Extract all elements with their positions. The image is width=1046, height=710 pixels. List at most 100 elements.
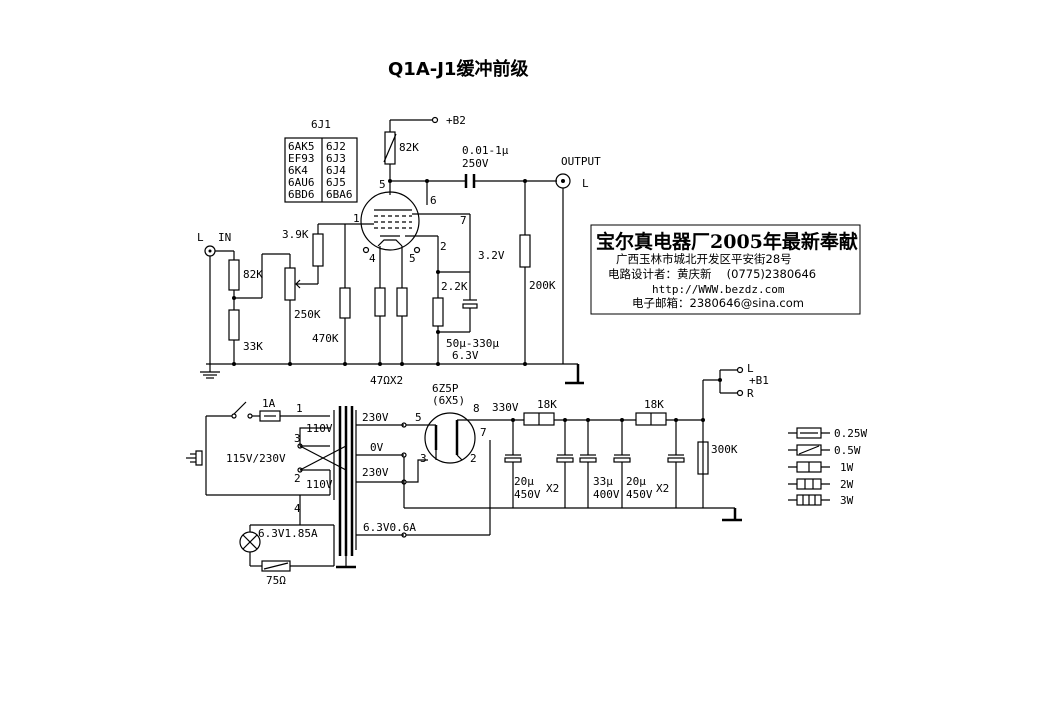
cathode-capacitor xyxy=(462,299,478,309)
resistor-plate-82k xyxy=(383,131,397,165)
pin4-label: 4 xyxy=(369,252,376,265)
r-18k-1-label: 18K xyxy=(537,398,557,411)
output-jack xyxy=(555,173,571,189)
cathode-voltage: 3.2V xyxy=(478,249,505,262)
b1-label: +B1 xyxy=(749,374,769,387)
tube-left-4: 6BD6 xyxy=(288,188,315,201)
pin2-label: 2 xyxy=(440,240,447,253)
c3-v-label: 450V xyxy=(626,488,653,501)
r-470k-label: 470K xyxy=(312,332,339,345)
legend-4: 3W xyxy=(840,494,854,507)
rect-pin7: 7 xyxy=(480,426,487,439)
cathode-cap-label: 50μ-330μ xyxy=(446,337,499,350)
info-email: 电子邮箱：2380646@sina.com xyxy=(632,296,804,310)
tube-6j1 xyxy=(360,191,420,251)
r-39k-label: 3.9K xyxy=(282,228,309,241)
cathode-cap-v: 6.3V xyxy=(452,349,479,362)
tube-family-header: 6J1 xyxy=(311,118,331,131)
tube-right-4: 6BA6 xyxy=(326,188,353,201)
r-18k-2-label: 18K xyxy=(644,398,664,411)
b2-terminal: +B2 xyxy=(390,114,466,127)
legend-3: 2W xyxy=(840,478,854,491)
c2-v-label: 400V xyxy=(593,488,620,501)
c1-v-label: 450V xyxy=(514,488,541,501)
info-company: 宝尔真电器厂2005年最新奉献 xyxy=(596,230,858,253)
heater-label: 6.3V0.6A xyxy=(363,521,416,534)
pin6-label: 6 xyxy=(430,194,437,207)
ground-symbol xyxy=(200,364,220,379)
c3-x-label: X2 xyxy=(656,482,669,495)
tube-right-0: 6J2 xyxy=(326,140,346,153)
mains-label: 115V/230V xyxy=(226,452,286,465)
sec-ct-label: 0V xyxy=(370,441,384,454)
pin7-label: 7 xyxy=(460,214,467,227)
tube-right-1: 6J3 xyxy=(326,152,346,165)
b2-label: +B2 xyxy=(446,114,466,127)
r-out-label: 200K xyxy=(529,279,556,292)
info-address: 广西玉林市城北开发区平安街28号 xyxy=(616,252,792,266)
pin5-bottom: 5 xyxy=(409,252,416,265)
legend-1: 0.5W xyxy=(834,444,861,457)
r-lamp-label: 75Ω xyxy=(266,574,286,587)
tube-family-table: 6AK5 EF93 6K4 6AU6 6BD6 6J2 6J3 6J4 6J5 … xyxy=(284,137,358,203)
coupling-capacitor xyxy=(464,174,476,188)
t-pin4: 4 xyxy=(294,502,301,515)
potentiometer-250k xyxy=(284,267,301,301)
pilot-lamp-icon xyxy=(239,531,261,553)
primary-2-label: 110V xyxy=(306,478,333,491)
c1-label: 20μ xyxy=(514,475,534,488)
r-in-top-label: 82K xyxy=(243,268,263,281)
coupling-cap-v: 250V xyxy=(462,157,489,170)
input-jack xyxy=(204,245,216,257)
rect-pin5: 5 xyxy=(415,411,422,424)
resistor-33k-in xyxy=(228,309,240,341)
c1-x-label: X2 xyxy=(546,482,559,495)
lamp-label: 6.3V1.85A xyxy=(258,527,318,540)
primary-1-label: 110V xyxy=(306,422,333,435)
info-designer: 电路设计者：黄庆新 (0775)2380646 xyxy=(608,267,816,281)
resistor-82k-in xyxy=(228,259,240,291)
tube-right-2: 6J4 xyxy=(326,164,346,177)
power-switch xyxy=(231,401,253,419)
t-pin2: 2 xyxy=(294,472,301,485)
coupling-cap-label: 0.01-1μ xyxy=(462,144,509,157)
rect-pin3: 3 xyxy=(420,452,427,465)
info-web: http://WWW.bezdz.com xyxy=(652,283,785,296)
t-pin1: 1 xyxy=(296,402,303,415)
sec-hv1-label: 230V xyxy=(362,411,389,424)
mains-plug-icon xyxy=(186,450,203,466)
resistor-47ohm-b xyxy=(396,287,408,317)
t-pin3: 3 xyxy=(294,432,301,445)
sec-hv2-label: 230V xyxy=(362,466,389,479)
rect-pin8: 8 xyxy=(473,402,480,415)
resistor-3k9 xyxy=(312,233,324,267)
legend-0: 0.25W xyxy=(834,427,867,440)
rect-pin2: 2 xyxy=(470,452,477,465)
tube-left-1: EF93 xyxy=(288,152,315,165)
power-transformer xyxy=(336,406,356,569)
output-label: OUTPUT xyxy=(561,155,601,168)
r-heater-label: 47ΩX2 xyxy=(370,374,403,387)
c3-label: 20μ xyxy=(626,475,646,488)
tube-left-0: 6AK5 xyxy=(288,140,315,153)
filter-caps xyxy=(504,418,685,508)
r-in-bot-label: 33K xyxy=(243,340,263,353)
resistor-470k xyxy=(339,287,351,319)
info-box: 宝尔真电器厂2005年最新奉献 广西玉林市城北开发区平安街28号 电路设计者：黄… xyxy=(590,224,861,315)
tube-right-3: 6J5 xyxy=(326,176,346,189)
pot-label: 250K xyxy=(294,308,321,321)
rect-alt-label: (6X5) xyxy=(432,394,465,407)
tube-left-2: 6K4 xyxy=(288,164,308,177)
input-label: IN xyxy=(218,231,231,244)
resistor-47ohm-a xyxy=(374,287,386,317)
wattage-legend xyxy=(788,427,830,506)
r-plate-label: 82K xyxy=(399,141,419,154)
rectifier-tube xyxy=(424,412,476,464)
tube-left-3: 6AU6 xyxy=(288,176,315,189)
page-title: Q1A-J1缓冲前级 xyxy=(388,58,529,80)
c2-label: 33μ xyxy=(593,475,613,488)
resistor-2k2 xyxy=(432,297,444,327)
r-bleed-label: 300K xyxy=(711,443,738,456)
resistor-200k xyxy=(519,234,531,268)
